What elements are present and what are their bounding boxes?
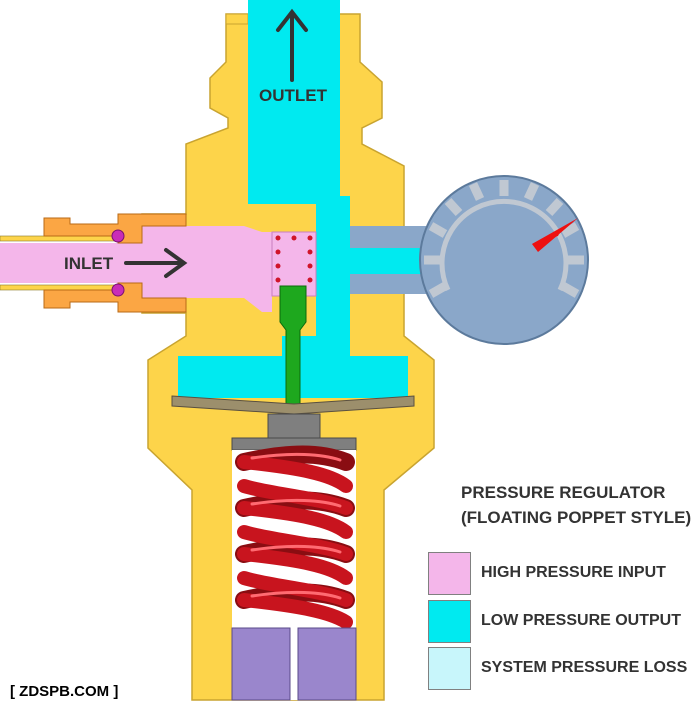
diagram-title: PRESSURE REGULATOR (FLOATING POPPET STYL… <box>461 480 691 530</box>
legend-swatch-system-loss <box>428 647 471 690</box>
title-line-2: (FLOATING POPPET STYLE) <box>461 508 692 527</box>
plunger <box>267 413 321 439</box>
title-line-1: PRESSURE REGULATOR <box>461 483 666 502</box>
gauge-port <box>350 226 426 248</box>
legend-item-system-loss: SYSTEM PRESSURE LOSS <box>428 647 700 699</box>
outlet-arrow-icon <box>276 8 308 82</box>
poppet-spring-dots <box>275 235 313 283</box>
legend-swatch-high-pressure <box>428 552 471 595</box>
adjuster-left <box>231 627 291 701</box>
o-ring-bottom <box>111 283 125 297</box>
legend-item-high-pressure: HIGH PRESSURE INPUT <box>428 552 700 604</box>
diaphragm <box>171 395 415 415</box>
main-spring <box>235 445 355 629</box>
watermark: [ ZDSPB.COM ] <box>10 683 119 700</box>
inlet-channel <box>0 226 272 312</box>
legend-swatch-low-pressure <box>428 600 471 643</box>
outlet-channel <box>248 0 350 348</box>
inlet-arrow-icon <box>124 248 188 278</box>
legend-item-low-pressure: LOW PRESSURE OUTPUT <box>428 600 700 652</box>
legend-label: SYSTEM PRESSURE LOSS <box>481 659 688 676</box>
outlet-label: OUTLET <box>259 86 328 105</box>
pressure-gauge <box>419 175 589 345</box>
adjuster-right <box>297 627 357 701</box>
legend-label: HIGH PRESSURE INPUT <box>481 564 666 581</box>
legend-label: LOW PRESSURE OUTPUT <box>481 612 682 629</box>
inlet-label: INLET <box>64 254 114 273</box>
o-ring-top <box>111 229 125 243</box>
